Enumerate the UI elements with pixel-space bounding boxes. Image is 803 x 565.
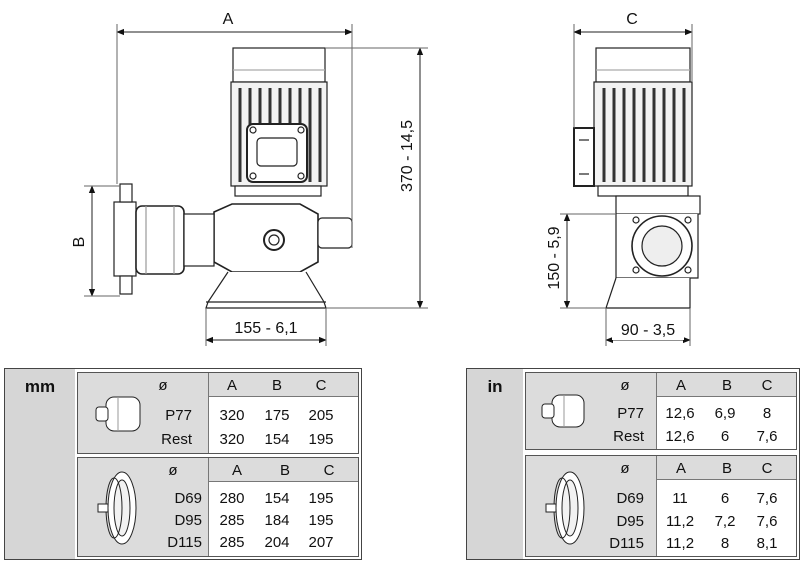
diaphragm-head-icon (97, 471, 137, 545)
header-c: C (761, 377, 773, 394)
cylinder-picture (78, 373, 208, 453)
dimension-table-in: in ø A B C P77 12,6 6,9 8 Rest 12,6 6 7,… (466, 368, 800, 560)
header-c: C (315, 377, 327, 394)
cell-c: 195 (308, 431, 334, 448)
dim-a-label: A (223, 11, 234, 28)
cell-a: 320 (219, 431, 245, 448)
row-label: D115 (167, 534, 202, 551)
cell-a: 285 (219, 512, 245, 529)
cell-a: 11,2 (665, 513, 695, 530)
cell-a: 285 (219, 534, 245, 551)
cell-c: 7,6 (756, 513, 778, 530)
row-label: D115 (609, 535, 644, 552)
cell-a: 12,6 (665, 428, 695, 445)
header-b: B (279, 462, 290, 479)
cell-c: 7,6 (756, 428, 778, 445)
dim-base-width-label: 155 - 6,1 (234, 320, 297, 337)
cylinder-block: ø A B C P77 320 175 205 Rest 320 154 195 (77, 372, 359, 454)
cell-c: 8,1 (756, 535, 778, 552)
cylinder-head-icon (541, 394, 585, 428)
block-header (656, 456, 796, 480)
header-c: C (323, 462, 335, 479)
cylinder-head-icon (95, 396, 141, 432)
cell-b: 8 (720, 535, 730, 552)
pump-side-view (573, 47, 701, 309)
row-label: Rest (161, 431, 192, 448)
dim-shaft-height-label: 150 - 5,9 (546, 226, 563, 289)
cell-c: 8 (762, 405, 772, 422)
cell-c: 205 (308, 407, 334, 424)
block-header (208, 458, 358, 482)
front-dimension-lines (84, 24, 428, 346)
dimension-table-mm: mm ø A B C P77 320 175 205 Rest 320 154 … (4, 368, 362, 560)
cell-a: 280 (219, 490, 245, 507)
diaphragm-block: ø A B C D69 11 6 7,6 D95 11,2 7,2 7,6 D1… (525, 455, 797, 557)
row-label: Rest (613, 428, 644, 445)
header-a: A (226, 377, 237, 394)
header-c: C (761, 460, 773, 477)
cell-c: 195 (308, 490, 334, 507)
header-a: A (231, 462, 242, 479)
cell-c: 195 (308, 512, 334, 529)
row-label: P77 (165, 407, 192, 424)
cylinder-block: ø A B C P77 12,6 6,9 8 Rest 12,6 6 7,6 (525, 372, 797, 450)
dim-height-label: 370 - 14,5 (399, 120, 416, 192)
header-diameter: ø (620, 460, 630, 477)
dim-c-label: C (626, 11, 638, 28)
row-label: D95 (174, 512, 202, 529)
unit-label: in (487, 377, 503, 396)
cell-a: 11,2 (665, 535, 695, 552)
header-b: B (721, 377, 732, 394)
header-b: B (271, 377, 282, 394)
diaphragm-head-icon (545, 471, 585, 545)
cell-b: 154 (264, 490, 290, 507)
block-header (656, 373, 796, 397)
cell-a: 12,6 (665, 405, 695, 422)
unit-cell-in: in (467, 369, 523, 559)
dim-b-label: B (71, 237, 88, 248)
diaphragm-picture (526, 456, 656, 556)
header-a: A (675, 377, 686, 394)
dim-base-depth-label: 90 - 3,5 (621, 322, 675, 339)
diaphragm-block: ø A B C D69 280 154 195 D95 285 184 195 … (77, 457, 359, 557)
cell-a: 11 (672, 490, 688, 507)
row-label: D95 (616, 513, 644, 530)
cell-b: 175 (264, 407, 290, 424)
pump-dimension-drawing: A C B 370 - 14,5 150 - 5,9 155 - 6,1 90 … (71, 11, 701, 346)
cell-c: 7,6 (756, 490, 778, 507)
row-label: D69 (174, 490, 202, 507)
cell-b: 184 (264, 512, 290, 529)
header-diameter: ø (620, 377, 630, 394)
header-diameter: ø (158, 377, 168, 394)
pump-front-view (113, 47, 353, 309)
cell-b: 6,9 (714, 405, 736, 422)
header-a: A (675, 460, 686, 477)
header-b: B (721, 460, 732, 477)
cell-b: 6 (720, 490, 730, 507)
cell-b: 154 (264, 431, 290, 448)
header-diameter: ø (168, 462, 178, 479)
cylinder-picture (526, 373, 656, 449)
unit-label: mm (24, 377, 56, 396)
diaphragm-picture (78, 458, 208, 556)
cell-b: 204 (264, 534, 290, 551)
cell-b: 6 (720, 428, 730, 445)
cell-b: 7,2 (714, 513, 736, 530)
row-label: D69 (616, 490, 644, 507)
block-header (208, 373, 358, 397)
row-label: P77 (617, 405, 644, 422)
cell-c: 207 (308, 534, 334, 551)
cell-a: 320 (219, 407, 245, 424)
unit-cell-mm: mm (5, 369, 75, 559)
